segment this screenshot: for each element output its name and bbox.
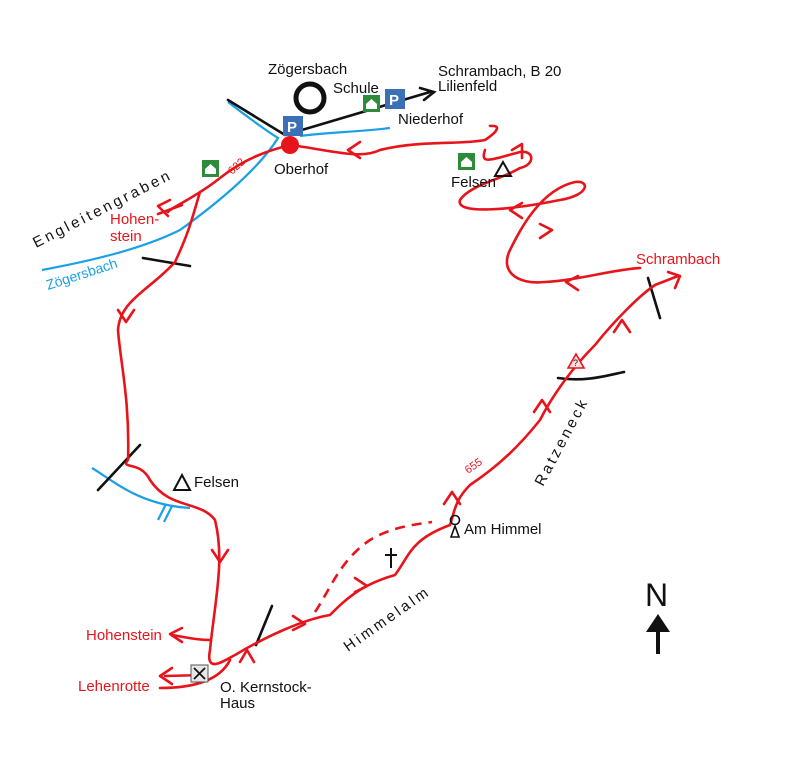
hut-icon [202,160,219,177]
road-crossing-3 [254,604,274,647]
route-arrow [238,648,256,664]
route-arrow [538,222,554,240]
town-circle [293,81,327,115]
schrambach-b20-label: Schrambach, B 20 [438,63,561,80]
route-arrow [291,614,307,632]
route-arrow [508,201,524,220]
hohenstein-north-label-1: Hohen- [110,211,159,228]
route-arrow [510,142,524,160]
route-northeast-switchback [288,124,642,284]
route-arrow [666,270,682,290]
svg-text:P: P [389,92,399,109]
stream-segment-top [299,126,391,138]
hohenstein-south-label: Hohenstein [86,627,162,644]
north-label: N [645,577,668,613]
ratzeneck-label: Ratzeneck [532,394,593,488]
summit-triangle-icon [493,159,513,177]
summit-triangle-icon [172,472,192,491]
route-arrow [210,548,230,564]
north-arrow-icon [646,614,670,654]
road-crossing-2 [96,443,142,492]
road-crossing-1 [141,256,192,268]
route-arrow [612,318,632,334]
kernstock-label-2: Haus [220,695,255,712]
hohenstein-north-label-2: stein [110,228,142,245]
hut-icon [458,153,475,170]
schrambach-label: Schrambach [636,251,720,268]
hut-icon [363,95,380,112]
restaurant-icon [190,664,209,683]
niederhof-label: Niederhof [398,111,464,128]
wayside-cross-icon [385,548,397,568]
svg-text:P: P [287,119,297,136]
parking-icon: P [385,89,405,109]
zoegersbach-stream-line [41,101,280,272]
felsen-w-label: Felsen [194,474,239,491]
oberhof-start-point [281,136,299,154]
am-himmel-label: Am Himmel [464,521,542,538]
schule-label: Schule [333,80,379,97]
town-label: Zögersbach [268,61,347,78]
route-622-label: 622 [226,156,248,177]
zoegersbach-stream-label: Zögersbach [44,255,119,293]
route-arrow [158,666,174,686]
route-hohenstein-spur-n [156,203,184,216]
route-arrow [532,398,552,414]
oberhof-label: Oberhof [274,161,329,178]
engleitengraben-label: Engleitengraben [30,166,175,251]
lilienfeld-label: Lilienfeld [438,78,497,95]
parking-icon: P [283,116,303,136]
road-crossing-5 [646,276,662,320]
route-arrow [353,576,369,594]
svg-text:?: ? [573,358,578,368]
route-dashed-himmelalm [313,520,433,613]
caution-icon: ? [566,352,586,369]
lehenrotte-label: Lehenrotte [78,678,150,695]
route-655-label: 655 [463,456,485,476]
route-arrow [156,198,172,218]
route-hohenstein-spur-s [170,633,212,642]
viewpoint-icon [449,514,461,538]
route-arrow [346,140,362,160]
bridge-symbol [157,503,173,523]
route-arrow [442,490,462,506]
route-arrow [168,626,184,644]
route-arrow [116,308,136,324]
stream-segment-felsen [91,467,191,510]
road-to-schrambach-arrow [418,86,437,102]
kernstock-label-1: O. Kernstock- [220,679,312,696]
felsen-ne-label: Felsen [451,174,496,191]
route-arrow [564,274,580,292]
route-schrambach-spur [653,274,680,287]
